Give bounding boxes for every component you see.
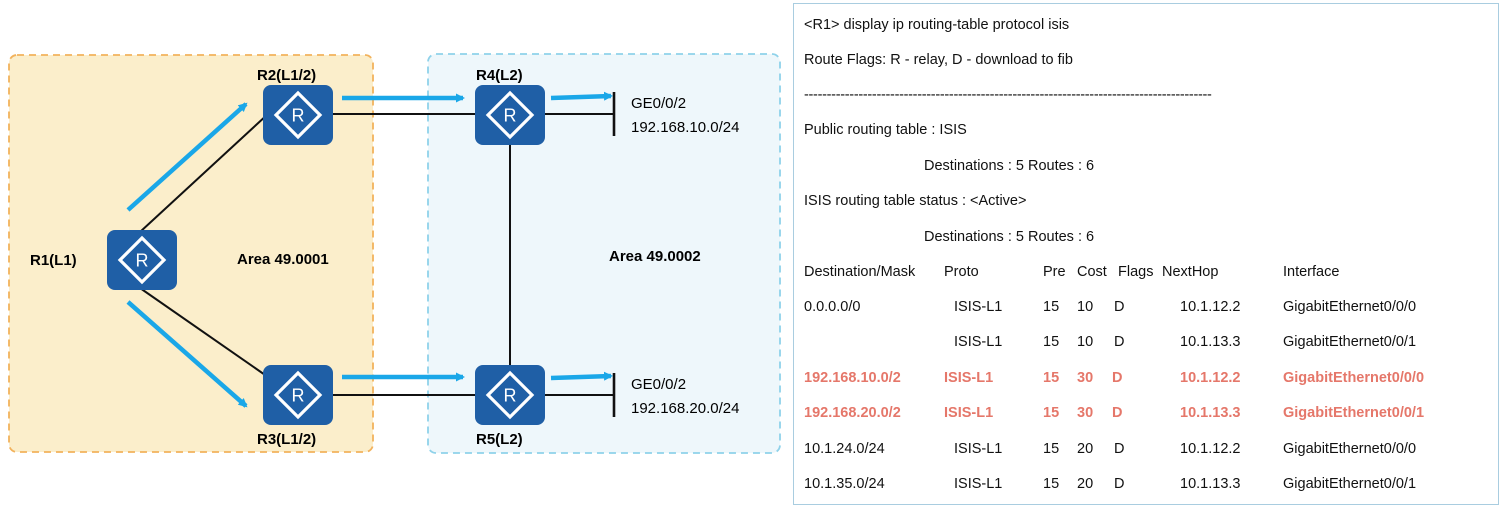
cell-iface: GigabitEthernet0/0/0: [1283, 370, 1425, 386]
network-1-iface: GE0/0/2: [631, 95, 686, 112]
arrow-r1-to-r2: [126, 102, 248, 212]
cell-proto: ISIS-L1: [954, 476, 1003, 492]
router-r1-label: R1(L1): [30, 252, 77, 269]
cell-iface: GigabitEthernet0/0/1: [1283, 334, 1417, 350]
cell-pre: 15: [1043, 441, 1060, 457]
area-49-0001: [8, 54, 374, 453]
cell-nexthop: 10.1.13.3: [1180, 334, 1241, 350]
cell-dest: 192.168.20.0/2: [804, 405, 901, 421]
cell-iface: GigabitEthernet0/0/1: [1283, 405, 1425, 421]
router-r4-label: R4(L2): [476, 67, 523, 84]
cell-iface: GigabitEthernet0/0/0: [1283, 299, 1417, 315]
cell-proto: ISIS-L1: [944, 405, 994, 421]
network-topology-diagram: R R1(L1) R2(L1/2) R3(L1/2) R4(L2) R5(L2)…: [8, 53, 781, 454]
cell-cost: 20: [1077, 441, 1094, 457]
cell-flags: D: [1112, 370, 1123, 386]
cell-nexthop: 10.1.13.3: [1180, 405, 1241, 421]
area-49-0002: [427, 53, 781, 454]
header-cost: Cost: [1077, 264, 1107, 280]
cell-dest: 0.0.0.0/0: [804, 299, 861, 315]
cell-iface: GigabitEthernet0/0/1: [1283, 476, 1417, 492]
router-r3-icon: [261, 363, 335, 427]
router-r1-icon: [105, 228, 179, 292]
cell-cost: 20: [1077, 476, 1094, 492]
cli-status: ISIS routing table status : <Active>: [804, 193, 1027, 209]
cli-flags-legend: Route Flags: R - relay, D - download to …: [804, 52, 1073, 68]
area-1-label: Area 49.0001: [237, 251, 329, 268]
cell-nexthop: 10.1.13.3: [1180, 476, 1241, 492]
network-1-prefix: 192.168.10.0/24: [631, 119, 739, 136]
router-r4-icon: [473, 83, 547, 147]
cell-flags: D: [1114, 441, 1125, 457]
arrow-r4-to-net: [550, 91, 613, 101]
router-r2-icon: [261, 83, 335, 147]
cell-cost: 30: [1077, 405, 1094, 421]
cli-output-panel: <R1> display ip routing-table protocol i…: [793, 3, 1499, 505]
cell-nexthop: 10.1.12.2: [1180, 441, 1241, 457]
cell-proto: ISIS-L1: [954, 299, 1003, 315]
cli-command: <R1> display ip routing-table protocol i…: [804, 17, 1070, 33]
cell-flags: D: [1112, 405, 1123, 421]
cell-nexthop: 10.1.12.2: [1180, 299, 1241, 315]
cell-flags: D: [1114, 476, 1125, 492]
links: [139, 92, 616, 417]
area-2-label: Area 49.0002: [609, 248, 701, 265]
cli-public-table: Public routing table : ISIS: [804, 122, 967, 138]
arrow-r1-to-r3: [126, 300, 248, 408]
cli-destinations-1: Destinations : 5 Routes : 6: [924, 158, 1095, 174]
header-pre: Pre: [1043, 264, 1066, 280]
header-proto: Proto: [944, 264, 979, 280]
router-r2-label: R2(L1/2): [257, 67, 316, 84]
header-flags: Flags: [1118, 264, 1154, 280]
router-r5-label: R5(L2): [476, 431, 523, 448]
cell-cost: 30: [1077, 370, 1094, 386]
cell-proto: ISIS-L1: [954, 334, 1003, 350]
cell-proto: ISIS-L1: [954, 441, 1003, 457]
cell-dest: 10.1.35.0/24: [804, 476, 885, 492]
network-2-iface: GE0/0/2: [631, 376, 686, 393]
cell-pre: 15: [1043, 476, 1060, 492]
cli-destinations-2: Destinations : 5 Routes : 6: [924, 229, 1095, 245]
cell-pre: 15: [1043, 334, 1060, 350]
cell-pre: 15: [1043, 370, 1060, 386]
cell-flags: D: [1114, 299, 1125, 315]
network-2-prefix: 192.168.20.0/24: [631, 400, 739, 417]
cell-pre: 15: [1043, 299, 1060, 315]
cell-proto: ISIS-L1: [944, 370, 994, 386]
cell-cost: 10: [1077, 299, 1094, 315]
cell-flags: D: [1114, 334, 1125, 350]
router-r5-icon: [473, 363, 547, 427]
router-r3-label: R3(L1/2): [257, 431, 316, 448]
header-destination: Destination/Mask: [804, 264, 916, 280]
cli-separator: ----------------------------------------…: [804, 87, 1212, 103]
cell-pre: 15: [1043, 405, 1060, 421]
header-interface: Interface: [1283, 264, 1340, 280]
cell-iface: GigabitEthernet0/0/0: [1283, 441, 1417, 457]
cell-dest: 10.1.24.0/24: [804, 441, 885, 457]
header-nexthop: NextHop: [1162, 264, 1219, 280]
arrow-r5-to-net: [550, 371, 613, 381]
route-arrows: [126, 91, 613, 408]
cell-dest: 192.168.10.0/2: [804, 370, 901, 386]
cell-nexthop: 10.1.12.2: [1180, 370, 1241, 386]
link-r1-r2: [139, 113, 269, 233]
cell-cost: 10: [1077, 334, 1094, 350]
link-r1-r3: [139, 287, 269, 378]
